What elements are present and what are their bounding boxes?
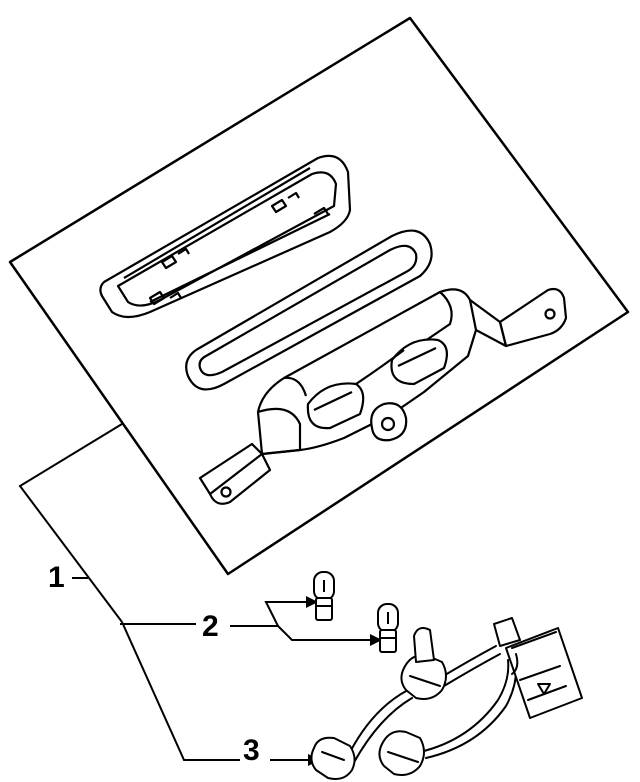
leader-2-bulb-b: [277, 625, 374, 641]
bulb-b: [377, 603, 399, 653]
arrowhead-2a: [306, 596, 318, 608]
leader-lines: [72, 577, 374, 761]
callout-1: 1: [48, 561, 65, 594]
callout-2: 2: [202, 610, 219, 643]
wiring-harness: [310, 617, 583, 780]
leader-arrowheads: [306, 596, 382, 766]
lamp-base-housing: [198, 287, 568, 505]
leader-1-lower: [121, 621, 240, 761]
assembly-bracket-line: [18, 423, 123, 623]
callout-3: 3: [243, 734, 260, 767]
bulb-a: [313, 571, 335, 621]
lamp-gasket: [185, 229, 433, 391]
leader-2-bulb-a: [230, 601, 310, 627]
arrowhead-2b: [370, 634, 382, 646]
lamp-lens-frame: [99, 154, 352, 319]
